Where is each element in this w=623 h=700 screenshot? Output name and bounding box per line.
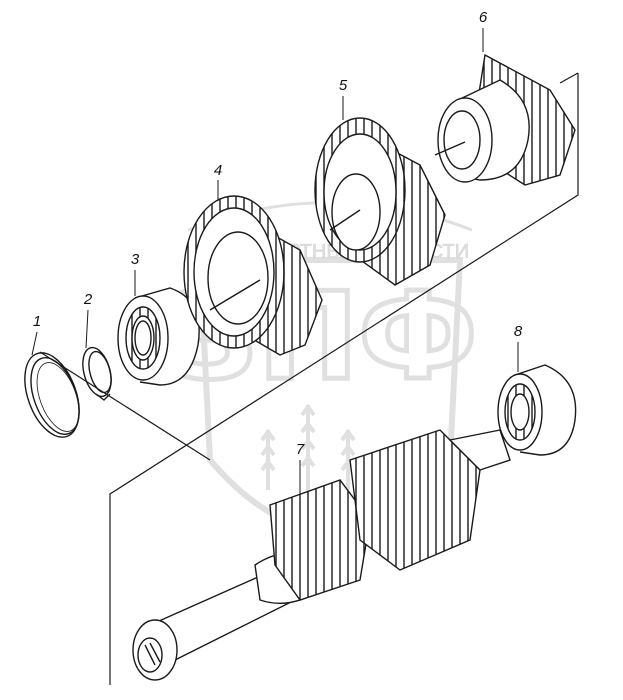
assembly-outline xyxy=(39,72,579,685)
part-8-bearing xyxy=(497,364,577,456)
callout-3: 3 xyxy=(130,251,140,268)
part-4-gear xyxy=(183,195,323,356)
part-2-circlip xyxy=(82,346,112,401)
leader-lines xyxy=(31,28,519,495)
callout-7: 7 xyxy=(295,441,305,458)
callout-1: 1 xyxy=(32,313,42,330)
part-5-gear xyxy=(314,117,446,286)
callout-6: 6 xyxy=(478,9,488,26)
callout-5: 5 xyxy=(338,77,348,94)
callout-2: 2 xyxy=(83,291,93,308)
part-6-gear xyxy=(434,53,576,186)
callout-8: 8 xyxy=(513,323,523,340)
part-1-retaining-ring xyxy=(24,352,80,438)
part-3-bearing xyxy=(117,287,200,386)
callout-4: 4 xyxy=(213,162,223,179)
part-7-shaft xyxy=(132,429,511,681)
